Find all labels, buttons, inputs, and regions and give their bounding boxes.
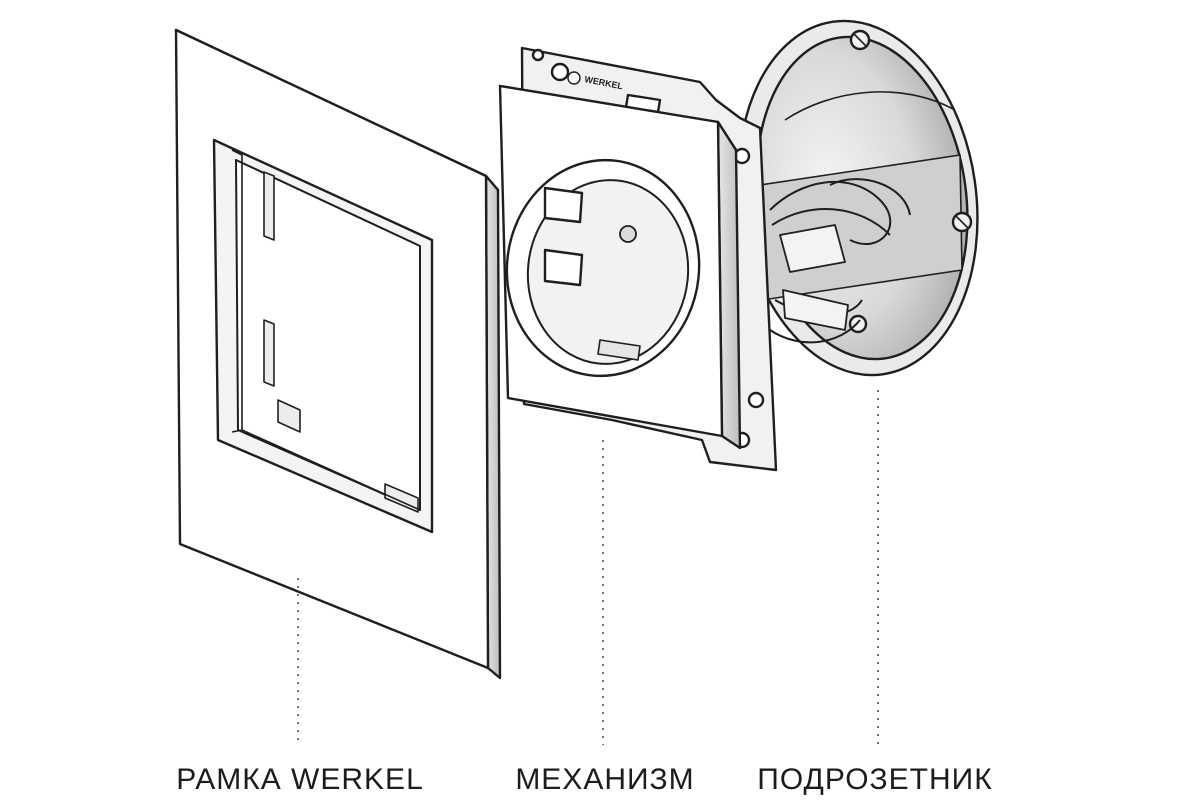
brand-logo-icon bbox=[567, 71, 581, 85]
screw-bottom-icon bbox=[848, 314, 868, 334]
cover-frame bbox=[174, 28, 502, 680]
mounting-box bbox=[737, 19, 979, 377]
socket-mechanism: WERKEL bbox=[498, 46, 778, 472]
label-mounting-box: ПОДРОЗЕТНИК bbox=[757, 763, 993, 796]
pin-hole-icon bbox=[619, 225, 637, 243]
label-frame: РАМКА WERKEL bbox=[176, 763, 424, 796]
leader-lines bbox=[297, 390, 879, 745]
label-mechanism: МЕХАНИЗМ bbox=[515, 763, 695, 796]
